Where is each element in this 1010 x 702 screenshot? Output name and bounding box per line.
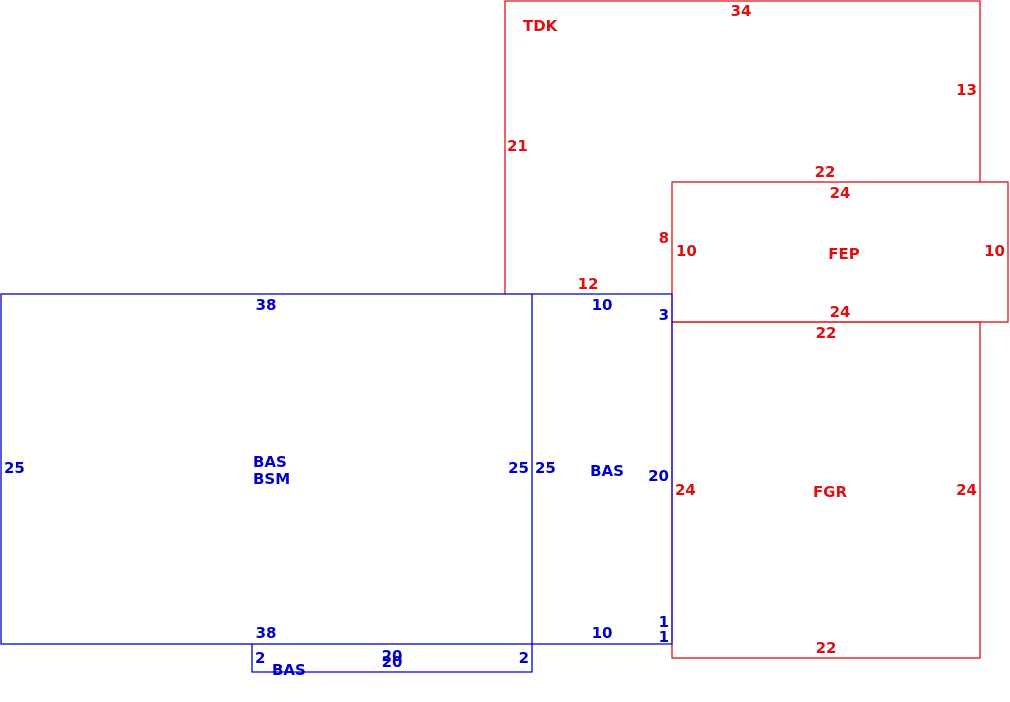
tdk-right-dim: 13 xyxy=(956,81,977,99)
tdk-code-label: TDK xyxy=(523,17,559,35)
bas-south-code-label: BAS xyxy=(272,661,306,679)
bas-main-bottom-dim: 38 xyxy=(256,624,277,642)
tdk-labels: TDK 34 13 21 22 12 xyxy=(507,2,977,293)
fgr-top-dim: 22 xyxy=(816,324,837,342)
fep-bottom-dim: 24 xyxy=(830,303,851,321)
bsm-code-label: BSM xyxy=(253,470,290,488)
tdk-top-dim: 34 xyxy=(731,2,752,20)
fgr-labels: FGR 22 24 24 22 xyxy=(675,324,977,657)
addon-outlines xyxy=(504,0,1009,659)
fgr-right-dim: 24 xyxy=(956,481,977,499)
bas-east-left-dim: 25 xyxy=(535,459,556,477)
fgr-left-dim: 24 xyxy=(675,481,696,499)
fep-labels: FEP 24 10 10 24 8 xyxy=(659,184,1005,321)
bas-main-labels: BAS BSM 38 38 25 25 xyxy=(4,296,529,642)
bas-south-top-dim: 20 xyxy=(382,647,403,665)
tdk-left-dim: 21 xyxy=(507,137,528,155)
fgr-code-label: FGR xyxy=(813,483,848,501)
bas-east-outline xyxy=(532,293,673,645)
bas-south-outline xyxy=(251,644,533,673)
main-outlines xyxy=(0,293,673,673)
fgr-bottom-dim: 22 xyxy=(816,639,837,657)
bas-east-labels: BAS 10 10 25 20 3 1 1 xyxy=(535,296,669,646)
tdk-bottom-right-dim: 22 xyxy=(815,163,836,181)
bas-east-code-label: BAS xyxy=(590,462,624,480)
bas-south-right-dim: 2 xyxy=(519,649,529,667)
bas-main-top-dim: 38 xyxy=(256,296,277,314)
bas-main-left-dim: 25 xyxy=(4,459,25,477)
bas-east-top-dim: 10 xyxy=(592,296,613,314)
fep-right-dim: 10 xyxy=(984,242,1005,260)
fep-step-dim: 8 xyxy=(659,229,669,247)
fep-left-dim: 10 xyxy=(676,242,697,260)
bas-east-bottom-dim: 10 xyxy=(592,624,613,642)
bas-south-bottom-dim: 20 xyxy=(382,653,403,671)
bas-south-labels: BAS 20 20 2 2 xyxy=(255,647,529,679)
fep-code-label: FEP xyxy=(828,245,860,263)
tdk-outline xyxy=(504,0,981,294)
tdk-bottom-left-dim: 12 xyxy=(578,275,599,293)
bas-main-right-dim: 25 xyxy=(508,459,529,477)
fep-top-dim: 24 xyxy=(830,184,851,202)
bas-east-jog-bottom-b-dim: 1 xyxy=(659,628,669,646)
bas-east-jog-top-dim: 3 xyxy=(659,306,669,324)
bas-east-jog-bottom-a-dim: 1 xyxy=(659,613,669,631)
bas-main-code-label: BAS xyxy=(253,453,287,471)
bas-bsm-outline xyxy=(0,293,533,645)
bas-south-left-dim: 2 xyxy=(255,649,265,667)
bas-east-right-dim: 20 xyxy=(648,467,669,485)
